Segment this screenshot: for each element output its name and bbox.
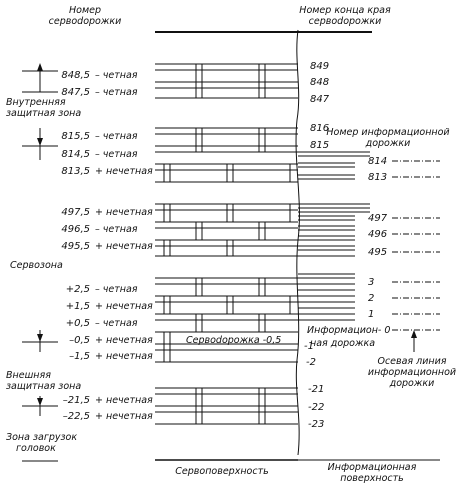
servo-track-parity: – четная [95,70,138,81]
edge-number: -1 [304,341,314,352]
info-track-zero-label-cont: ная дорожка [310,338,375,349]
servo-track-number: +0,5 [66,318,90,329]
info-track-header-1: Номер информационной [326,127,449,138]
edge-number: 815 [310,140,329,151]
info-track-header-2: дорожки [365,138,411,149]
servo-track-number: –0,5 [69,335,90,346]
servo-track-parity: + нечетная [95,395,153,406]
servo-track-parity: + нечетная [95,335,153,346]
outer-guard-zone-label-2: защитная зона [6,381,81,392]
info-track-lines [298,151,440,331]
servo-track-parity: + нечетная [95,241,153,252]
servo-track-group-center [155,277,298,363]
head-load-zone-label-2: головок [16,443,56,454]
servo-track-number: 495,5 [61,241,90,252]
servo-track-group-497 [155,203,298,257]
info-surface-label-1: Информационная [328,462,417,473]
servo-track-number-header-1: Номер [69,5,101,16]
servo-track-number: 814,5 [61,149,90,160]
edge-number: 849 [310,61,329,72]
outer-guard-zone-label-1: Внешняя [6,370,51,381]
servo-track-parity: + нечетная [95,166,153,177]
servo-track-group-inner [155,63,298,99]
servo-track-number: 847,5 [61,87,90,98]
servo-track-number: 848,5 [61,70,90,81]
servo-track-parity: + нечетная [95,351,153,362]
servo-track-parity: – четная [95,284,138,295]
servo-surface-label: Сервоповерхность [175,466,268,477]
servo-track-number: 813,5 [61,166,90,177]
servo-track-number: +2,5 [66,284,90,295]
axis-arrow-head [411,330,417,338]
servo-track-parity: + нечетная [95,207,153,218]
servo-track-parity: – четная [95,131,138,142]
servo-track-parity: + нечетная [95,411,153,422]
info-track-number: 813 [368,172,387,183]
servo-track-number: –1,5 [69,351,90,362]
edge-number: 816 [310,123,329,134]
edge-number: -22 [308,402,324,413]
servo-track-number-header-2: сервodорожки [49,16,122,27]
servo-track-number: 497,5 [61,207,90,218]
servo-track-number: –21,5 [63,395,90,406]
edge-number: -21 [308,384,324,395]
servo-edge-header-1: Номер конца края [299,5,391,16]
servo-edge-header-2: сервodорожки [309,16,382,27]
servo-track-parity: – четная [95,224,138,235]
servo-track-parity: – четная [95,149,138,160]
servo-track-parity: – четная [95,318,138,329]
servo-track-parity: + нечетная [95,301,153,312]
servo-zone-label: Сервозона [10,260,63,271]
inner-guard-zone-label-2: защитная зона [6,108,81,119]
info-track-number: 814 [368,156,387,167]
info-track-number: 495 [368,247,387,258]
edge-number: -2 [306,357,316,368]
servo-track-label: Сервodорожка -0,5 [186,335,281,346]
info-track-number: 497 [368,213,388,224]
servo-track-number: 815,5 [61,131,90,142]
servo-track-group-815 [155,127,298,183]
servo-track-number: –22,5 [63,411,90,422]
axis-label-2: информационной [368,367,456,378]
axis-label-3: дорожки [389,378,435,389]
info-track-number: 3 [368,277,374,288]
info-track-number: 1 [368,309,374,320]
edge-break-line [295,29,300,456]
edge-number: 847 [310,94,330,105]
servo-track-group-outer [155,387,298,425]
head-load-zone-label-1: Зона загрузок [6,432,77,443]
servo-track-number: +1,5 [66,301,90,312]
info-track-number: 2 [368,293,374,304]
info-track-number: 496 [368,229,387,240]
info-track-zero-label: Информацион- 0 [307,325,390,336]
info-surface-label-2: поверхность [340,473,404,484]
left-annotation-lines [22,63,58,462]
edge-number: 848 [310,77,329,88]
edge-number: -23 [308,419,324,430]
inner-guard-zone-label-1: Внутренняя [6,97,66,108]
axis-label-1: Осевая линия [377,356,446,367]
servo-track-parity: – четная [95,87,138,98]
servo-track-number: 496,5 [61,224,90,235]
